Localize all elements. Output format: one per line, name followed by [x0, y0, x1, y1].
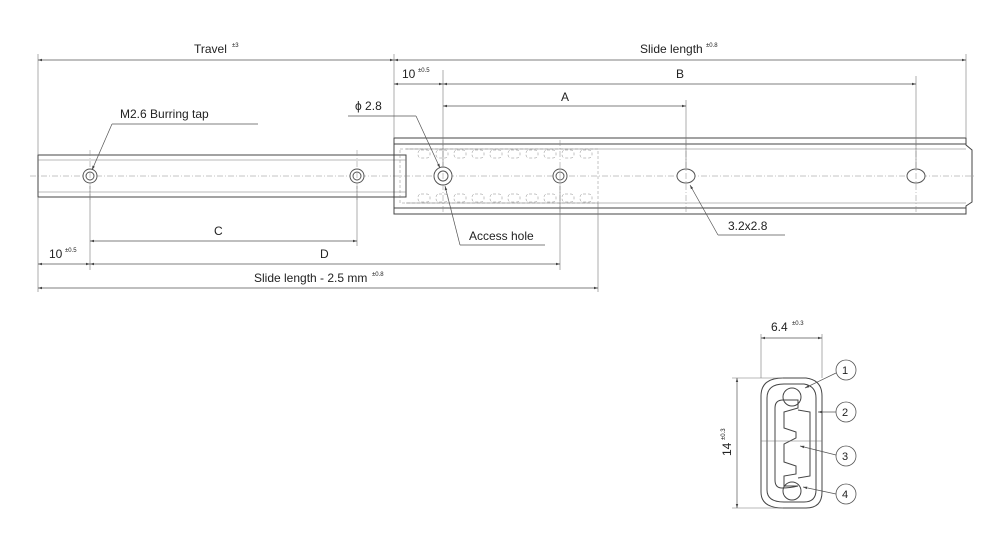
- svg-text:4: 4: [842, 489, 848, 501]
- top-dimensions: [37, 54, 967, 168]
- svg-text:±0.8: ±0.8: [706, 43, 718, 49]
- outer-rail: [393, 137, 973, 215]
- inner-rail: [30, 154, 975, 198]
- svg-text:2: 2: [842, 407, 848, 419]
- a-label: A: [561, 90, 569, 104]
- ball-retainer: [417, 149, 593, 203]
- svg-text:±3: ±3: [232, 43, 239, 49]
- b-label: B: [676, 67, 684, 81]
- svg-text:±0.8: ±0.8: [372, 272, 384, 278]
- svg-text:14: 14: [720, 442, 734, 456]
- access-hole-callout: Access hole: [444, 185, 545, 246]
- svg-text:3: 3: [842, 451, 848, 463]
- diameter-callout: ϕ 2.8: [348, 99, 441, 169]
- balloon-2: 2: [818, 401, 857, 423]
- svg-text:±0.5: ±0.5: [418, 68, 430, 74]
- cross-section: [732, 334, 823, 509]
- balloon-4: 4: [802, 483, 857, 505]
- travel-label: Travel ±3: [194, 42, 239, 56]
- svg-text:Slide length - 2.5 mm: Slide length - 2.5 mm: [254, 271, 367, 285]
- svg-text:Slide length: Slide length: [640, 42, 703, 56]
- height-label: 14 ±0.3: [720, 428, 734, 456]
- svg-text:10: 10: [402, 67, 416, 81]
- burring-tap-callout: M2.6 Burring tap: [91, 107, 258, 171]
- svg-text:Access hole: Access hole: [469, 229, 534, 243]
- c-label: C: [214, 224, 223, 238]
- svg-text:3.2x2.8: 3.2x2.8: [728, 219, 768, 233]
- balloon-1: 1: [804, 359, 857, 389]
- ten-bottom-label: 10 ±0.5: [49, 247, 77, 261]
- mounting-holes: [82, 140, 926, 212]
- svg-text:1: 1: [842, 365, 848, 377]
- svg-text:10: 10: [49, 247, 63, 261]
- svg-text:6.4: 6.4: [771, 320, 788, 334]
- slot-callout: 3.2x2.8: [689, 184, 785, 236]
- svg-text:Travel: Travel: [194, 42, 227, 56]
- svg-text:±0.5: ±0.5: [65, 248, 77, 254]
- slide-length-bottom-label: Slide length - 2.5 mm ±0.8: [254, 271, 384, 285]
- svg-text:M2.6 Burring tap: M2.6 Burring tap: [120, 107, 209, 121]
- bottom-dimensions: [37, 186, 599, 292]
- svg-text:±0.3: ±0.3: [721, 428, 727, 440]
- width-label: 6.4 ±0.3: [771, 320, 804, 334]
- balloon-3: 3: [799, 445, 857, 467]
- svg-text:±0.3: ±0.3: [792, 321, 804, 327]
- ten-top-label: 10 ±0.5: [402, 67, 430, 81]
- slide-length-top-label: Slide length ±0.8: [640, 42, 718, 56]
- svg-text:ϕ 2.8: ϕ 2.8: [355, 99, 382, 113]
- d-label: D: [320, 247, 329, 261]
